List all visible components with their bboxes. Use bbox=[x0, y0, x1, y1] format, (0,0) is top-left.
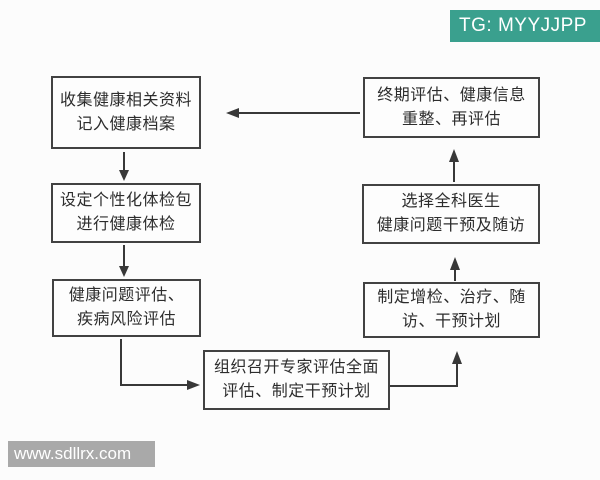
flow-node-text: 终期评估、健康信息 bbox=[377, 86, 526, 104]
flow-node-choose-doctor: 选择全科医生 健康问题干预及随访 bbox=[362, 184, 540, 244]
flow-node-text: 疾病风险评估 bbox=[76, 311, 176, 328]
arrow-final-to-collect-icon bbox=[226, 108, 360, 118]
website-watermark-text: www.sdllrx.com bbox=[14, 444, 132, 463]
flow-node-intervention-plan: 制定增检、治疗、随 访、干预计划 bbox=[363, 282, 540, 338]
flow-node-text: 制定增检、治疗、随 bbox=[377, 289, 526, 306]
flow-node-text: 设定个性化体检包 bbox=[59, 192, 192, 209]
flow-node-health-assessment: 健康问题评估、 疾病风险评估 bbox=[52, 279, 201, 337]
arrow-expert-to-plan-icon bbox=[390, 351, 462, 387]
flow-node-text: 组织召开专家评估全面 bbox=[213, 359, 379, 376]
arrow-doctor-to-final-icon bbox=[449, 149, 459, 182]
flow-node-text: 访、干预计划 bbox=[401, 313, 501, 330]
flow-node-expert-evaluation: 组织召开专家评估全面 评估、制定干预计划 bbox=[203, 350, 390, 410]
flow-node-personal-checkup: 设定个性化体检包 进行健康体检 bbox=[51, 183, 201, 243]
flow-node-text: 健康问题干预及随访 bbox=[376, 217, 526, 234]
flow-node-text: 收集健康相关资料 bbox=[59, 91, 192, 109]
arrow-assess-to-expert-icon bbox=[120, 339, 200, 390]
arrow-collect-to-package-icon bbox=[119, 152, 129, 181]
flow-node-collect-records: 收集健康相关资料 记入健康档案 bbox=[51, 76, 201, 149]
flow-node-text: 进行健康体检 bbox=[76, 216, 176, 233]
flow-node-final-evaluation: 终期评估、健康信息 重整、再评估 bbox=[363, 77, 540, 138]
arrow-plan-to-doctor-icon bbox=[450, 257, 460, 281]
website-watermark-banner: www.sdllrx.com bbox=[8, 441, 155, 467]
flow-node-text: 健康问题评估、 bbox=[68, 287, 185, 304]
flow-node-text: 重整、再评估 bbox=[401, 110, 501, 128]
flow-node-text: 记入健康档案 bbox=[76, 115, 176, 133]
flow-node-text: 选择全科医生 bbox=[401, 193, 501, 210]
telegram-watermark-text: TG: MYYJJPP bbox=[459, 15, 587, 36]
telegram-watermark-banner: TG: MYYJJPP bbox=[450, 10, 600, 42]
flow-node-text: 评估、制定干预计划 bbox=[222, 383, 371, 400]
arrow-package-to-assess-icon bbox=[119, 245, 129, 277]
